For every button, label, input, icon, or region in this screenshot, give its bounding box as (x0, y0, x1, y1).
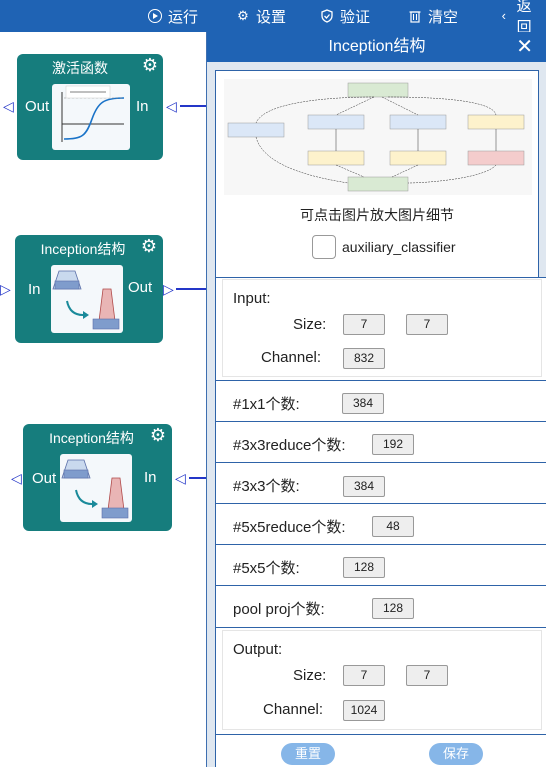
input-card: Input: Size: 7 7 Channel: 832 (223, 280, 541, 376)
activation-node[interactable]: 激活函数 ⚙ Out In (17, 54, 163, 160)
output-group: Output: Size: 7 7 Channel: 1024 (216, 629, 546, 735)
activation-node-title: 激活函数 (52, 60, 108, 76)
output-channel-label: Channel: (263, 701, 324, 718)
auxiliary-classifier-option[interactable]: auxiliary_classifier (312, 234, 456, 260)
n3x3reduce-row: #3x3reduce个数: 192 (216, 423, 546, 463)
in-port-label: In (28, 281, 41, 298)
chevron-left-icon: ‹ (501, 8, 506, 23)
input-label: Input: (233, 290, 271, 307)
output-size-height-field[interactable]: 7 (343, 665, 385, 686)
image-zoom-hint: 可点击图片放大图片细节 (300, 207, 454, 223)
n1x1-field[interactable]: 384 (342, 393, 384, 414)
workflow-canvas[interactable]: 激活函数 ⚙ Out In ◁ ◁ Inception结构 ⚙ In Out (0, 32, 206, 767)
n3x3-field[interactable]: 384 (343, 476, 385, 497)
n3x3-row: #3x3个数: 384 (216, 464, 546, 504)
pool-proj-label: pool proj个数: (233, 601, 325, 618)
output-card: Output: Size: 7 7 Channel: 1024 (223, 631, 541, 729)
auxiliary-classifier-label: auxiliary_classifier (342, 239, 456, 255)
in-port-label: In (144, 469, 157, 486)
output-size-label: Size: (293, 667, 327, 684)
run-label: 运行 (168, 8, 199, 26)
back-button[interactable]: ‹ 返回 (497, 0, 546, 36)
n5x5reduce-field[interactable]: 48 (372, 516, 414, 537)
shield-icon (320, 9, 334, 23)
input-channel-field[interactable]: 832 (343, 348, 385, 369)
in-port-label: In (136, 98, 149, 115)
gear-icon[interactable]: ⚙ (141, 55, 159, 75)
gear-icon: ⚙ (237, 8, 249, 23)
settings-label: 设置 (256, 8, 287, 26)
panel-header: Inception结构 ✕ (207, 32, 546, 62)
out-port-arrow-icon[interactable]: ◁ (3, 98, 14, 114)
save-button[interactable]: 保存 (429, 743, 483, 765)
validate-label: 验证 (340, 8, 371, 26)
validate-button[interactable]: 验证 (320, 0, 370, 32)
gear-icon[interactable]: ⚙ (140, 236, 158, 256)
n5x5reduce-row: #5x5reduce个数: 48 (216, 505, 546, 545)
structure-image-card: 可点击图片放大图片细节 auxiliary_classifier (215, 70, 539, 296)
input-channel-label: Channel: (261, 349, 322, 366)
in-port-arrow-icon[interactable]: ◁ (166, 98, 177, 114)
back-label: 返回 (516, 0, 532, 36)
input-group: Input: Size: 7 7 Channel: 832 (216, 278, 546, 381)
output-label: Output: (233, 641, 283, 658)
sigmoid-chart-icon (52, 84, 130, 150)
trash-icon (408, 9, 422, 23)
input-size-height-field[interactable]: 7 (343, 314, 385, 335)
output-channel-field[interactable]: 1024 (343, 700, 385, 721)
inception-node-title: Inception结构 (49, 430, 134, 446)
play-icon (148, 9, 162, 23)
output-size-width-field[interactable]: 7 (406, 665, 448, 686)
pool-proj-row: pool proj个数: 128 (216, 587, 546, 628)
top-toolbar: 运行 ⚙ 设置 验证 清空 ‹ 返回 (0, 0, 546, 36)
n3x3reduce-label: #3x3reduce个数: (233, 437, 346, 454)
n1x1-row: #1x1个数: 384 (216, 382, 546, 422)
n3x3-label: #3x3个数: (233, 478, 300, 495)
parameter-form: Input: Size: 7 7 Channel: 832 #1x1个数: 38… (215, 277, 546, 767)
input-size-width-field[interactable]: 7 (406, 314, 448, 335)
gear-icon[interactable]: ⚙ (149, 425, 167, 445)
pool-proj-field[interactable]: 128 (372, 598, 414, 619)
panel-title: Inception结构 (328, 38, 426, 55)
out-port-arrow-icon[interactable]: ▷ (163, 281, 174, 297)
close-icon[interactable]: ✕ (516, 36, 533, 58)
inception-node-2[interactable]: Inception结构 ⚙ Out In (23, 424, 172, 531)
in-port-arrow-icon[interactable]: ▷ (0, 281, 11, 297)
n5x5-field[interactable]: 128 (343, 557, 385, 578)
inception-node-1[interactable]: Inception结构 ⚙ In Out (15, 235, 163, 343)
inception-node-title: Inception结构 (40, 241, 126, 257)
in-port-arrow-icon[interactable]: ◁ (175, 470, 186, 486)
n5x5-row: #5x5个数: 128 (216, 546, 546, 586)
inception-diagram-icon (60, 454, 132, 522)
run-button[interactable]: 运行 (148, 0, 198, 32)
n5x5-label: #5x5个数: (233, 560, 300, 577)
out-port-arrow-icon[interactable]: ◁ (11, 470, 22, 486)
out-port-label: Out (25, 98, 50, 115)
out-port-label: Out (128, 279, 153, 296)
reset-button[interactable]: 重置 (281, 743, 335, 765)
connection-wire[interactable] (189, 477, 206, 479)
input-size-label: Size: (293, 316, 327, 333)
inception-diagram-icon (51, 265, 123, 333)
connection-wire[interactable] (180, 105, 206, 107)
n3x3reduce-field[interactable]: 192 (372, 434, 414, 455)
clear-label: 清空 (428, 8, 459, 26)
clear-button[interactable]: 清空 (408, 0, 458, 32)
inception-structure-image[interactable] (224, 79, 532, 195)
out-port-label: Out (32, 470, 57, 487)
n5x5reduce-label: #5x5reduce个数: (233, 519, 346, 536)
settings-button[interactable]: ⚙ 设置 (236, 0, 286, 32)
inception-settings-panel: Inception结构 ✕ 可点击图片放大图片细节 (206, 32, 546, 767)
auxiliary-classifier-checkbox[interactable] (312, 235, 336, 259)
connection-wire[interactable] (176, 288, 206, 290)
n1x1-label: #1x1个数: (233, 396, 300, 413)
